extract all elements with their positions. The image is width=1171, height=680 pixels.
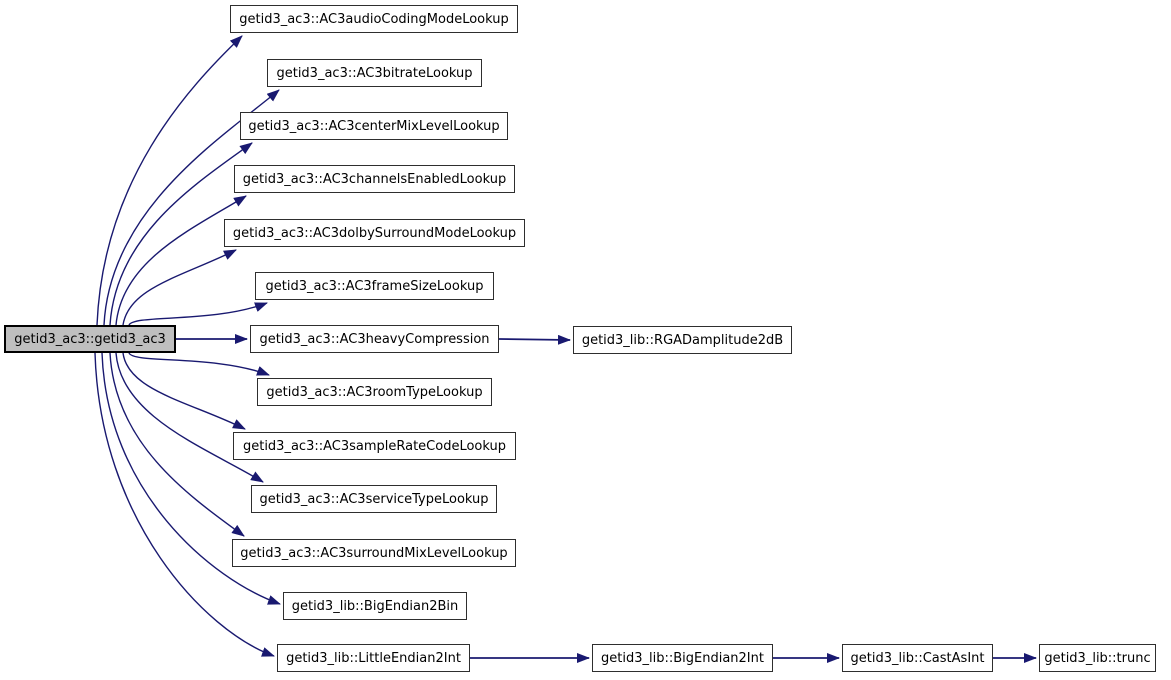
graph-node-label: getid3_ac3::AC3heavyCompression bbox=[259, 331, 490, 347]
edge-main-to-BigEndian2Bin bbox=[101, 352, 281, 605]
graph-node-AC3heavyCompression[interactable]: getid3_ac3::AC3heavyCompression bbox=[250, 325, 499, 353]
graph-node-label: getid3_ac3::AC3frameSizeLookup bbox=[265, 278, 484, 294]
graph-node-AC3centerMixLevelLookup[interactable]: getid3_ac3::AC3centerMixLevelLookup bbox=[240, 112, 508, 140]
graph-node-LittleEndian2Int[interactable]: getid3_lib::LittleEndian2Int bbox=[277, 644, 470, 672]
graph-node-label: getid3_ac3::AC3surroundMixLevelLookup bbox=[240, 545, 508, 561]
graph-node-AC3roomTypeLookup[interactable]: getid3_ac3::AC3roomTypeLookup bbox=[257, 378, 492, 406]
graph-node-AC3bitrateLookup[interactable]: getid3_ac3::AC3bitrateLookup bbox=[267, 59, 482, 87]
graph-node-trunc[interactable]: getid3_lib::trunc bbox=[1039, 644, 1156, 672]
edge-main-to-AC3centerMixLevelLookup bbox=[109, 142, 253, 326]
graph-node-label: getid3_ac3::AC3centerMixLevelLookup bbox=[248, 118, 500, 134]
edge-AC3heavyCompression-to-RGADamplitude2dB bbox=[498, 334, 571, 345]
graph-node-label: getid3_lib::LittleEndian2Int bbox=[286, 650, 461, 666]
graph-node-label: getid3_ac3::AC3roomTypeLookup bbox=[266, 384, 483, 400]
graph-node-label: getid3_ac3::getid3_ac3 bbox=[14, 331, 166, 347]
graph-node-AC3sampleRateCodeLookup[interactable]: getid3_ac3::AC3sampleRateCodeLookup bbox=[233, 432, 516, 460]
graph-node-label: getid3_ac3::AC3serviceTypeLookup bbox=[259, 491, 489, 507]
graph-node-BigEndian2Int[interactable]: getid3_lib::BigEndian2Int bbox=[592, 644, 773, 672]
edge-main-to-AC3roomTypeLookup bbox=[128, 352, 270, 376]
graph-node-AC3surroundMixLevelLookup[interactable]: getid3_ac3::AC3surroundMixLevelLookup bbox=[232, 539, 516, 567]
graph-node-label: getid3_lib::trunc bbox=[1044, 650, 1151, 666]
graph-node-RGADamplitude2dB[interactable]: getid3_lib::RGADamplitude2dB bbox=[573, 326, 792, 354]
edge-main-to-AC3sampleRateCodeLookup bbox=[122, 352, 246, 430]
graph-node-label: getid3_ac3::AC3bitrateLookup bbox=[276, 65, 473, 81]
graph-node-label: getid3_lib::RGADamplitude2dB bbox=[581, 332, 784, 348]
edge-main-to-AC3channelsEnabledLookup bbox=[115, 195, 247, 326]
edge-main-to-AC3audioCodingModeLookup bbox=[96, 35, 243, 326]
graph-node-label: getid3_ac3::AC3channelsEnabledLookup bbox=[242, 171, 507, 187]
graph-node-AC3channelsEnabledLookup[interactable]: getid3_ac3::AC3channelsEnabledLookup bbox=[234, 165, 515, 193]
edge-main-to-AC3surroundMixLevelLookup bbox=[109, 352, 245, 537]
graph-node-label: getid3_ac3::AC3audioCodingModeLookup bbox=[239, 11, 509, 27]
edge-main-to-LittleEndian2Int bbox=[94, 352, 275, 657]
graph-node-label: getid3_lib::BigEndian2Int bbox=[601, 650, 764, 666]
graph-node-AC3audioCodingModeLookup[interactable]: getid3_ac3::AC3audioCodingModeLookup bbox=[230, 5, 518, 33]
edge-main-to-AC3dolbySurroundModeLookup bbox=[122, 249, 237, 326]
graph-node-CastAsInt[interactable]: getid3_lib::CastAsInt bbox=[842, 644, 993, 672]
graph-node-label: getid3_lib::CastAsInt bbox=[850, 650, 985, 666]
edge-main-to-AC3bitrateLookup bbox=[103, 89, 280, 326]
graph-node-label: getid3_lib::BigEndian2Bin bbox=[291, 598, 459, 614]
graph-node-AC3dolbySurroundModeLookup[interactable]: getid3_ac3::AC3dolbySurroundModeLookup bbox=[224, 219, 525, 247]
graph-node-BigEndian2Bin[interactable]: getid3_lib::BigEndian2Bin bbox=[283, 592, 467, 620]
graph-node-AC3serviceTypeLookup[interactable]: getid3_ac3::AC3serviceTypeLookup bbox=[251, 485, 497, 513]
graph-node-label: getid3_ac3::AC3sampleRateCodeLookup bbox=[242, 438, 507, 454]
graph-node-AC3frameSizeLookup[interactable]: getid3_ac3::AC3frameSizeLookup bbox=[255, 272, 494, 300]
edge-main-to-AC3frameSizeLookup bbox=[128, 302, 268, 326]
edge-main-to-AC3serviceTypeLookup bbox=[115, 352, 264, 483]
graph-node-main[interactable]: getid3_ac3::getid3_ac3 bbox=[4, 325, 176, 353]
graph-node-label: getid3_ac3::AC3dolbySurroundModeLookup bbox=[232, 225, 517, 241]
